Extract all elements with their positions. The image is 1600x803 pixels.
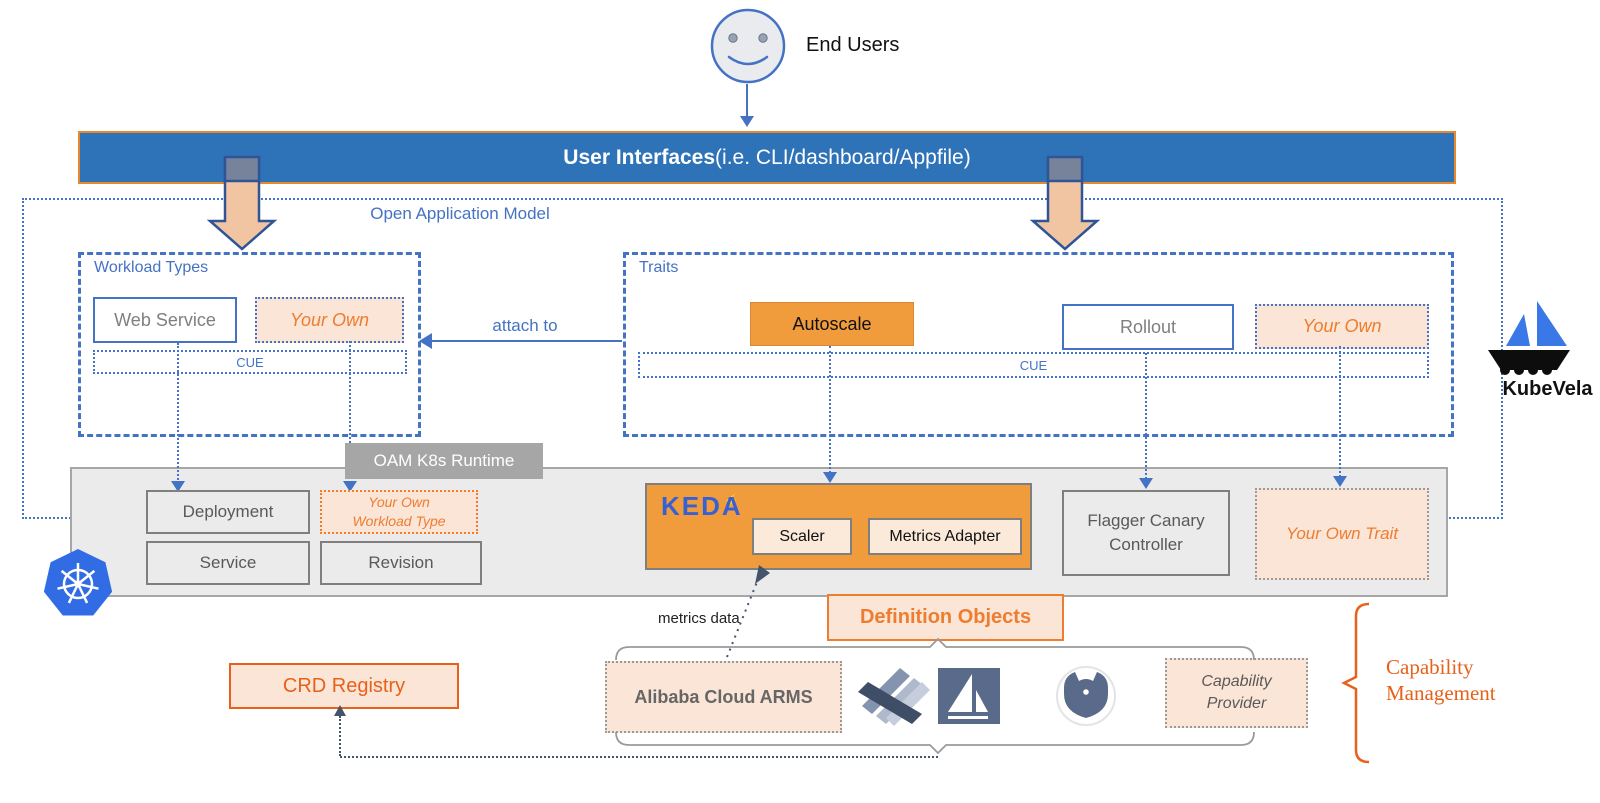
istio-sailboat-logo-icon [938, 668, 1000, 724]
deployment-box: Deployment [146, 490, 310, 534]
connector-yourown-workloadtype [349, 341, 351, 483]
metrics-adapter-box: Metrics Adapter [868, 518, 1022, 555]
connector-yourown-arrowhead [343, 481, 357, 492]
workload-types-box [78, 252, 421, 437]
end-users-arrowhead [740, 116, 754, 127]
connector-yourowntrait-arrowhead [1333, 476, 1347, 487]
revision-box: Revision [320, 541, 482, 585]
workload-cue-box: CUE [93, 350, 407, 374]
connector-yourown-trait [1339, 346, 1341, 477]
provider-bracket-top [615, 637, 1255, 661]
capability-management-brace [1341, 602, 1370, 764]
user-interfaces-bar-title-bold: User Interfaces [563, 145, 716, 169]
traits-title: Traits [639, 259, 679, 276]
flagger-canary-controller-box: Flagger Canary Controller [1062, 490, 1230, 576]
workload-your-own-box: Your Own [255, 297, 404, 343]
attach-to-arrowhead [419, 333, 432, 349]
user-interfaces-bar-title-rest: (i.e. CLI/dashboard/Appfile) [715, 145, 971, 169]
diagonal-stripes-logo-icon [858, 668, 930, 726]
connector-rollout-flagger [1145, 348, 1147, 479]
definition-objects-box: Definition Objects [827, 594, 1064, 641]
traits-cue-box: CUE [638, 352, 1429, 378]
connector-autoscale-keda [829, 346, 831, 473]
keda-lightning-icon: ⚡ [723, 493, 740, 508]
attach-to-arrow-line [432, 340, 622, 342]
connector-autoscale-arrowhead [823, 472, 837, 483]
capability-provider-box: Capability Provider [1165, 658, 1308, 728]
kubevela-label: KubeVela [1502, 378, 1593, 400]
capability-management-label: Capability Management [1386, 655, 1496, 706]
end-user-smiley-icon [710, 8, 786, 84]
connector-providers-to-crd-line [340, 756, 938, 758]
oam-k8s-runtime-label: OAM K8s Runtime [345, 443, 543, 479]
traits-box [623, 252, 1454, 437]
connector-webservice-arrowhead [171, 481, 185, 492]
service-box: Service [146, 541, 310, 585]
connector-crd-vertical-line [339, 716, 341, 756]
connector-rollout-arrowhead [1139, 478, 1153, 489]
scaler-box: Scaler [752, 518, 852, 555]
connector-crd-arrowhead [334, 705, 346, 716]
alibaba-cloud-arms-box: Alibaba Cloud ARMS [605, 661, 842, 733]
provider-bracket-bottom [615, 731, 1255, 755]
rollout-box: Rollout [1062, 304, 1234, 350]
horned-helmet-logo-icon [1056, 666, 1116, 726]
autoscale-box: Autoscale [750, 302, 914, 346]
user-interfaces-bar: User Interfaces (i.e. CLI/dashboard/Appf… [78, 131, 1456, 184]
end-users-arrow-line [746, 84, 748, 117]
attach-to-label: attach to [492, 316, 558, 335]
end-users-label: End Users [806, 34, 900, 56]
crd-registry-box: CRD Registry [229, 663, 459, 709]
keda-logo: KEDA [661, 491, 743, 521]
your-own-workload-type-box: Your Own Workload Type [320, 490, 478, 534]
open-application-model-label: Open Application Model [370, 204, 550, 223]
your-own-trait-box: Your Own Trait [1255, 488, 1429, 580]
connector-webservice-deployment [177, 343, 179, 483]
metrics-data-label: metrics data [658, 610, 740, 627]
web-service-box: Web Service [93, 297, 237, 343]
workload-types-title: Workload Types [94, 259, 209, 276]
traits-your-own-box: Your Own [1255, 304, 1429, 349]
